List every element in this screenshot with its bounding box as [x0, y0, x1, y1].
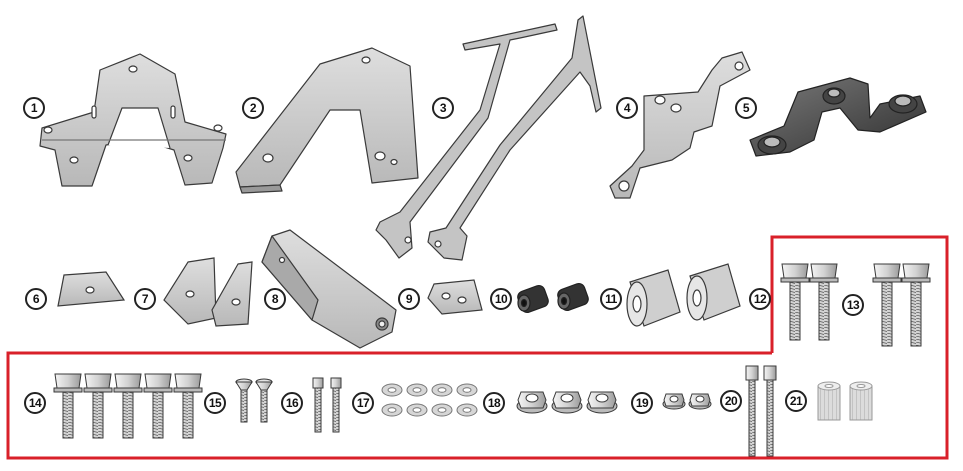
part-1-mount-plate [39, 53, 227, 187]
part-2-side-plate [235, 47, 419, 194]
part-18-flange-nuts [516, 391, 618, 414]
part-19-small-nuts [662, 393, 712, 410]
callout-8: 8 [264, 288, 286, 310]
callout-10: 10 [490, 288, 512, 310]
highlight-frame [6, 235, 949, 460]
part-13-long-bolts [780, 263, 931, 347]
callout-7: 7 [134, 288, 156, 310]
callout-5: 5 [735, 97, 757, 119]
part-21-knurled-spacers [817, 381, 873, 421]
part-10-rubber-bushings [517, 282, 589, 314]
callout-20: 20 [720, 390, 742, 412]
part-20-long-screws [745, 365, 777, 457]
callout-15: 15 [204, 392, 226, 414]
part-14-bolts [53, 373, 203, 439]
part-5-rubber-mount-bracket [749, 77, 927, 157]
part-11-spacers [626, 263, 741, 327]
callout-17: 17 [352, 392, 374, 414]
callout-1: 1 [23, 97, 45, 119]
callout-11: 11 [600, 288, 622, 310]
part-4-bracket [609, 51, 751, 199]
callout-12: 12 [749, 288, 771, 310]
part-6-small-plate [57, 271, 126, 307]
callout-19: 19 [631, 392, 653, 414]
callout-2: 2 [242, 97, 264, 119]
part-3-support-struts [375, 15, 602, 261]
callout-3: 3 [432, 97, 454, 119]
callout-18: 18 [483, 392, 505, 414]
callout-21: 21 [785, 390, 807, 412]
callout-13: 13 [842, 294, 864, 316]
part-15-countersunk-screws [235, 378, 273, 423]
callout-16: 16 [281, 392, 303, 414]
part-9-plate-two-holes [427, 279, 483, 315]
part-7-angle-plates [163, 257, 253, 327]
callout-6: 6 [25, 288, 47, 310]
part-8-channel-bracket [261, 229, 397, 349]
callout-14: 14 [24, 392, 46, 414]
part-16-socket-screws [312, 377, 342, 433]
callout-9: 9 [398, 288, 420, 310]
part-17-washers [381, 383, 478, 417]
callout-4: 4 [616, 97, 638, 119]
